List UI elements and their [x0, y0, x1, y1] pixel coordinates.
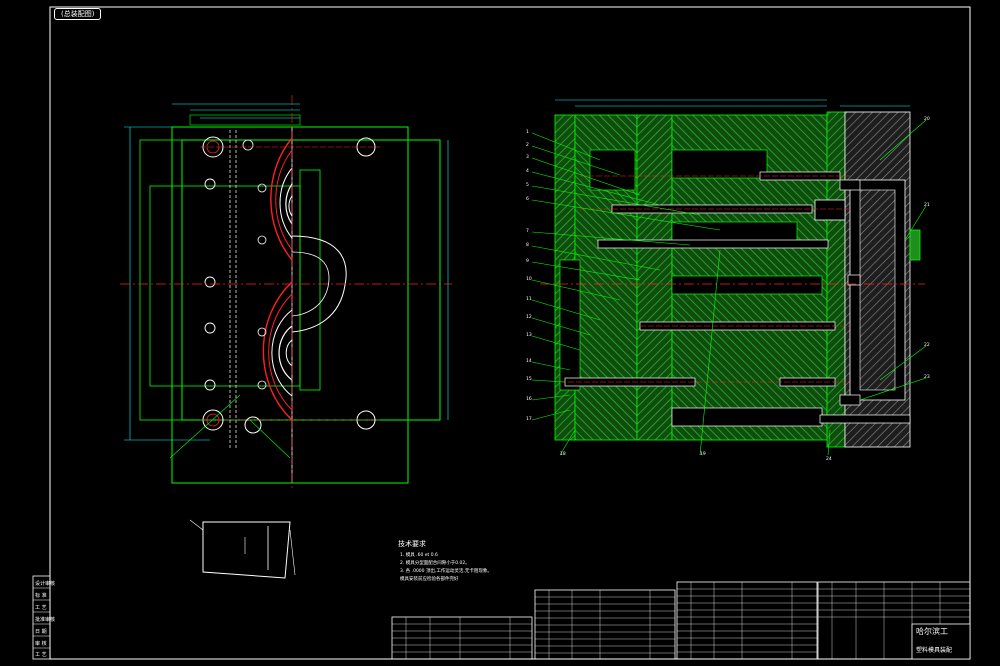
- tech-requirements: 技术要求 1. 模具 .60 et 0.6 2. 模具分型面配合间隙小于0.02…: [398, 539, 492, 582]
- part-number-label: 18: [560, 451, 566, 457]
- title-school: 哈尔滨工: [916, 626, 948, 636]
- part-number-label: 3: [526, 154, 529, 160]
- part-number-label: 14: [526, 358, 532, 364]
- tech-req-line-4: 模具安装前应检验各部件完好: [400, 575, 459, 582]
- drawing-corner-tag: (总装配图): [54, 8, 102, 20]
- part-number-label: 16: [526, 396, 532, 402]
- part-number-label: 12: [526, 314, 532, 320]
- left-side-strip: 设计审核 标 准 工 艺 批准审核 日 期 审 核 工 艺: [32, 575, 55, 660]
- part-number-label: 6: [526, 196, 529, 202]
- strip-label-4: 日 期: [35, 629, 47, 635]
- strip-label-0: 设计审核: [35, 580, 55, 587]
- part-number-label: 23: [924, 374, 930, 380]
- part-number-label: 17: [526, 416, 532, 422]
- part-number-label: 22: [924, 342, 930, 348]
- tech-req-line-1: 1. 模具 .60 et 0.6: [400, 551, 438, 558]
- strip-label-6: 工 艺: [35, 652, 47, 658]
- part-number-label: 19: [700, 451, 706, 457]
- part-number-label: 13: [526, 332, 532, 338]
- part-section-view: [189, 519, 296, 579]
- tech-req-line-2: 2. 模具分型面配合间隙小于0.02。: [400, 559, 470, 566]
- part-number-label: 11: [526, 296, 532, 302]
- section-view: [531, 99, 927, 456]
- tech-req-title: 技术要求: [398, 539, 426, 548]
- strip-label-2: 工 艺: [35, 605, 47, 611]
- strip-label-3: 批准审核: [35, 616, 55, 623]
- part-number-label: 9: [526, 258, 529, 264]
- part-number-label: 20: [924, 116, 930, 122]
- strip-label-1: 标 准: [35, 592, 47, 599]
- part-numbers-right: 20 21 22 23 24: [826, 116, 930, 462]
- part-number-label: 2: [526, 142, 529, 148]
- part-number-label: 15: [526, 376, 532, 382]
- tech-req-line-3: 3. 各 .0000 顶出,工作运动灵活,无卡阻现象。: [400, 567, 492, 574]
- part-number-label: 7: [526, 228, 529, 234]
- part-number-label: 4: [526, 168, 529, 174]
- strip-label-5: 审 核: [35, 640, 47, 647]
- part-number-label: 8: [526, 242, 529, 248]
- part-number-label: 10: [526, 276, 532, 282]
- part-number-label: 5: [526, 182, 529, 188]
- title-drawing-name: 塑料模具装配: [916, 646, 952, 654]
- part-number-label: 21: [924, 202, 930, 208]
- part-number-label: 24: [826, 456, 832, 462]
- part-number-label: 1: [526, 129, 529, 135]
- title-block: 哈尔滨工 塑料模具装配: [391, 581, 971, 660]
- plan-view: [120, 95, 452, 490]
